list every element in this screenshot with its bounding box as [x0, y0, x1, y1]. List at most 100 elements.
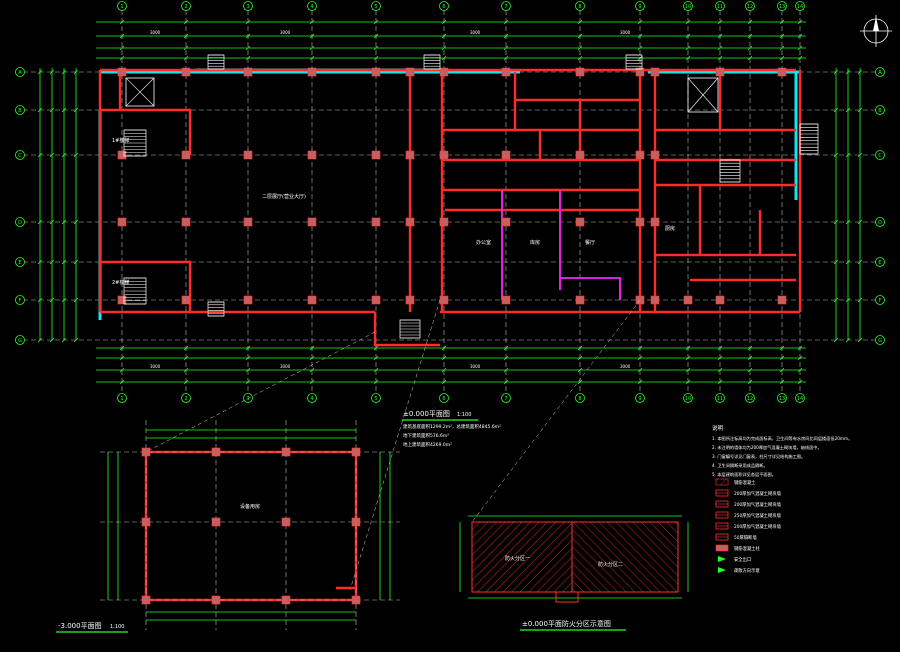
column [371, 217, 381, 227]
axis-bubble [715, 393, 725, 403]
axis-label: 5 [374, 4, 377, 10]
dimension-text: 3000 [150, 30, 161, 35]
axis-bubble [243, 393, 253, 403]
basement-plan-scale: 1:100 [110, 624, 124, 630]
note-item-5: 5. 本层建筑面积详见各层平面图。 [712, 471, 776, 478]
column [307, 295, 317, 305]
main-plan-partitions [501, 190, 621, 300]
room-kitchen-label: 厨房 [665, 225, 675, 232]
room-store-label: 库房 [530, 239, 540, 246]
column [371, 67, 381, 77]
north-arrow-icon [860, 15, 892, 47]
axis-label: G [18, 338, 22, 344]
legend-label: 疏散方向示意 [734, 567, 760, 574]
column [117, 67, 127, 77]
axis-bubble [875, 335, 885, 345]
axis-bubble [575, 1, 585, 11]
column [650, 150, 660, 160]
notes-title: 说明 [712, 424, 724, 432]
axis-bubble [117, 1, 127, 11]
legend-swatch [715, 478, 729, 486]
column [439, 295, 449, 305]
column [650, 217, 660, 227]
room-basement-label: 设备用房 [240, 503, 260, 510]
axis-label: 10 [685, 396, 691, 402]
main-plan-scale: 1:100 [457, 412, 471, 418]
axis-label: 11 [717, 396, 723, 402]
column [575, 67, 585, 77]
axis-label: B [18, 108, 22, 114]
axis-label: B [878, 108, 882, 114]
main-plan-dimensions [39, 21, 861, 383]
axis-bubble [307, 1, 317, 11]
axis-label: 2 [184, 396, 187, 402]
axis-bubble [501, 393, 511, 403]
axis-label: 13 [779, 4, 785, 10]
axis-bubble [745, 393, 755, 403]
fire-zone-title-block: ±0.000平面防火分区示意图 [520, 619, 626, 631]
column [211, 595, 221, 605]
axis-label: 2 [184, 4, 187, 10]
column [715, 295, 725, 305]
column [307, 67, 317, 77]
column [683, 295, 693, 305]
axis-label: C [878, 153, 882, 159]
axis-bubble [635, 393, 645, 403]
area-note-2: 地下建筑面积576.6m² [403, 432, 449, 439]
column [281, 517, 291, 527]
axis-label: 5 [374, 396, 377, 402]
legend-label: 钢筋混凝土柱 [734, 545, 760, 552]
column [650, 295, 660, 305]
axis-label: A [878, 70, 882, 76]
dimension-text: 3000 [470, 364, 481, 369]
column [405, 150, 415, 160]
axis-bubble [875, 105, 885, 115]
axis-label: 4 [310, 396, 313, 402]
column [650, 67, 660, 77]
axis-bubble [243, 1, 253, 11]
axis-bubble [575, 393, 585, 403]
axis-label: 4 [310, 4, 313, 10]
main-plan-axis-grid: 11223344556677889910101111121213131414AA… [15, 1, 885, 403]
axis-label: 7 [504, 4, 507, 10]
column [281, 447, 291, 457]
axis-label: 14 [797, 396, 803, 402]
notes-block: 说明 1. 本图所注标高均为完成面标高，卫生间等有水房间比同层楼面低20mm。 … [712, 424, 852, 478]
legend-swatch [715, 544, 729, 552]
axis-bubble [15, 217, 25, 227]
column [181, 150, 191, 160]
reference-line [349, 299, 441, 591]
note-item-1: 1. 本图所注标高均为完成面标高，卫生间等有水房间比同层楼面低20mm。 [712, 435, 852, 442]
column [281, 595, 291, 605]
axis-label: 1 [120, 396, 123, 402]
legend-label: 钢筋混凝土 [734, 479, 756, 486]
column [371, 150, 381, 160]
column [243, 150, 253, 160]
axis-bubble [777, 393, 787, 403]
axis-bubble [15, 335, 25, 345]
axis-bubble [371, 1, 381, 11]
column [141, 595, 151, 605]
column [501, 150, 511, 160]
column [405, 217, 415, 227]
main-plan-walls [98, 68, 802, 347]
axis-label: 1 [120, 4, 123, 10]
column [181, 295, 191, 305]
axis-label: A [18, 70, 22, 76]
axis-label: 10 [685, 4, 691, 10]
room-office-label: 办公室 [476, 239, 491, 246]
axis-bubble [15, 150, 25, 160]
room-hall-label: 二层展厅(营业大厅) [262, 193, 306, 200]
axis-bubble [875, 67, 885, 77]
column [439, 150, 449, 160]
column [777, 295, 787, 305]
column [501, 67, 511, 77]
column [141, 447, 151, 457]
dimension-text: 3000 [470, 30, 481, 35]
legend-label: 安全出口 [734, 556, 751, 563]
column [501, 295, 511, 305]
column [243, 217, 253, 227]
column [635, 217, 645, 227]
axis-label: 8 [578, 396, 581, 402]
column [439, 217, 449, 227]
